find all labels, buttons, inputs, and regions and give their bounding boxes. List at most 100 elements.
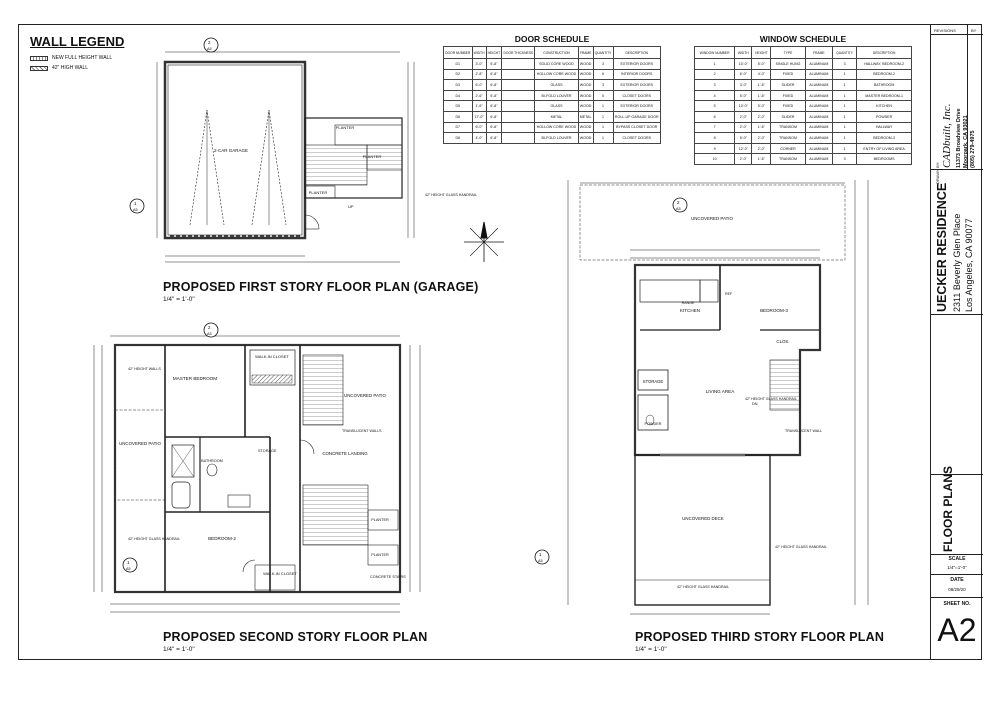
drawn-by-label: DRAWN BY: — [935, 161, 940, 184]
third-story-scale: 1/4" = 1'-0" — [635, 646, 667, 653]
handrail-label: 42" HEIGHT GLASS HANDRAIL — [128, 537, 180, 541]
storage-label: STORAGE — [258, 449, 277, 453]
title-block-rule — [931, 34, 983, 35]
second-story-scale: 1/4" = 1'-0" — [163, 646, 195, 653]
section-marker-sheet: A5 — [538, 559, 543, 563]
first-story-scale: 1/4" = 1'-0" — [163, 296, 195, 303]
first-story-plan — [156, 51, 415, 263]
firm-name: CADbuilt, Inc. — [941, 103, 953, 168]
kitchen-label: KITCHEN — [680, 308, 700, 313]
translucent-walls-label: TRANSLUCENT WALLS — [342, 429, 382, 433]
half-wall-swatch — [30, 65, 48, 71]
living-area-label: LIVING AREA — [706, 389, 736, 394]
project-address-1: 2311 Beverly Glen Place — [952, 213, 962, 312]
handrail-label: 42" HEIGHT GLASS HANDRAIL — [425, 193, 477, 197]
sheet-number: A2 — [937, 612, 977, 648]
section-marker-label: 2 — [208, 325, 211, 330]
bathroom-label: BATHROOM — [201, 459, 223, 463]
second-story-plan — [93, 335, 421, 613]
uncovered-patio-label: UNCOVERED PATIO — [691, 216, 733, 221]
schedule-header-cell: TYPE — [770, 46, 806, 59]
schedule-cell: BEDROOMS — [856, 153, 912, 165]
schedule-header-cell: FRAME — [804, 46, 833, 59]
scale-label: SCALE — [948, 556, 966, 562]
concrete-landing-label: CONCRETE LANDING — [322, 451, 368, 456]
title-block-rule — [931, 574, 983, 575]
wall-legend: WALL LEGEND NEW FULL HEIGHT WALL 42" HIG… — [30, 34, 124, 71]
section-marker-sheet: A5 — [676, 207, 681, 211]
firm-address-2: Moorpark, CA 93021 — [963, 115, 969, 168]
bedroom-3-label: BEDROOM-3 — [760, 308, 788, 313]
third-story-plan — [567, 180, 869, 615]
full-wall-swatch — [30, 55, 48, 61]
bedroom-2-label: BEDROOM-2 — [208, 536, 236, 541]
schedule-header-cell: DOOR NUMBER — [443, 46, 473, 59]
schedule-header-cell: WIDTH — [471, 46, 487, 59]
closet-label: CLOS. — [776, 339, 789, 344]
title-block-rule — [931, 314, 983, 315]
schedule-header-cell: QUANTITY — [592, 46, 614, 59]
planter-label: PLANTER — [363, 154, 382, 159]
window-schedule-title: WINDOW SCHEDULE — [759, 34, 847, 44]
section-marker-sheet: A5 — [207, 332, 212, 336]
walk-in-closet-label: WALK-IN CLOSET — [263, 571, 297, 576]
garage-label: 2-CAR GARAGE — [214, 148, 248, 153]
section-marker-sheet: A5 — [133, 208, 138, 212]
legend-item-half: 42" HIGH WALL — [30, 65, 124, 71]
title-block-rule — [931, 169, 983, 170]
legend-item-label: 42" HIGH WALL — [52, 65, 89, 71]
master-bedroom-label: MASTER BEDROOM — [173, 376, 217, 381]
third-story-title: PROPOSED THIRD STORY FLOOR PLAN — [635, 630, 885, 644]
walk-in-closet-label: WALK-IN CLOSET — [255, 354, 289, 359]
schedule-header-cell: DESCRIPTION — [612, 46, 662, 59]
patio-label: UNCOVERED PATIO — [119, 441, 161, 446]
section-marker-sheet: A5 — [207, 47, 212, 51]
translucent-wall-label: TRANSLUCENT WALL — [785, 429, 822, 433]
revisions-divider — [967, 24, 968, 169]
section-marker-label: 1 — [127, 560, 130, 565]
project-name: UECKER RESIDENCE — [935, 182, 949, 312]
date-value: 08/29/20 — [948, 587, 966, 592]
patio-label: UNCOVERED PATIO — [344, 393, 386, 398]
door-schedule-title: DOOR SCHEDULE — [514, 34, 590, 44]
planter-label: PLANTER — [309, 190, 328, 195]
drawing-sheet — [18, 24, 982, 660]
dn-label: DN — [752, 402, 758, 406]
scale-value: 1/4"=1'-0" — [947, 565, 967, 570]
title-block-rule — [931, 474, 983, 475]
legend-item-full: NEW FULL HEIGHT WALL — [30, 55, 124, 61]
planter-label: PLANTER — [371, 553, 389, 557]
ref-label: REF — [725, 292, 733, 296]
up-label: UP — [348, 204, 354, 209]
title-block-rule — [931, 554, 983, 555]
schedule-cell: 10 — [693, 153, 736, 165]
section-marker-sheet: A5 — [126, 567, 131, 571]
range-label: RANGE — [682, 301, 695, 305]
storage-label: STORAGE — [643, 379, 664, 384]
powder-label: POWDER — [644, 422, 661, 426]
concrete-stairs-label: CONCRETE STAIRS — [370, 575, 406, 579]
schedule-cell: 4'-0" — [471, 132, 487, 144]
sheet-title: FLOOR PLANS — [941, 466, 955, 552]
section-marker-label: 2 — [208, 40, 211, 45]
schedule-cell: 3 — [831, 153, 858, 165]
firm-phone: (805) 279-4975 — [970, 130, 976, 168]
section-marker-label: 1 — [539, 552, 542, 557]
schedule-cell: CLOSET DOORS — [612, 132, 662, 144]
handrail-label: 42" HEIGHT GLASS HANDRAIL — [775, 545, 827, 549]
schedule-header-cell: QUANTITY — [831, 46, 858, 59]
firm-address-1: 11373 Broadview Drive — [956, 108, 962, 168]
sheet-no-label: SHEET NO. — [943, 601, 971, 607]
second-story-title: PROPOSED SECOND STORY FLOOR PLAN — [163, 630, 428, 644]
section-marker-label: 1 — [134, 201, 137, 206]
north-arrow-icon — [464, 221, 504, 262]
